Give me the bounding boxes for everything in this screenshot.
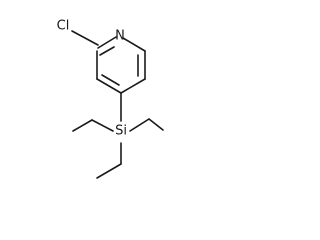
bond-c-cl: [71, 30, 99, 46]
ethyl-right-bond-1: [129, 118, 150, 132]
bond-c5-c6: [96, 78, 122, 94]
bond-n1-c2-inner: [99, 46, 115, 56]
atom-label-chlorine: Cl: [57, 19, 70, 34]
atom-label-silicon: Si: [115, 124, 127, 139]
ethyl-left-bond-2: [72, 119, 93, 132]
ethyl-left-bond-1: [91, 119, 114, 132]
bond-c5-c6-inner: [101, 74, 120, 86]
bond-n1-c2: [97, 36, 117, 49]
bond-c4-c5: [120, 78, 146, 94]
bond-c2-c3: [122, 37, 146, 52]
pyridine-ring: [96, 36, 146, 94]
ethyl-groups: [72, 118, 164, 179]
atom-label-nitrogen: N: [115, 29, 125, 44]
chemical-structure: N Cl Si: [57, 19, 164, 179]
ethyl-right-bond-2: [148, 118, 164, 131]
ethyl-bottom-bond-2: [96, 163, 122, 179]
